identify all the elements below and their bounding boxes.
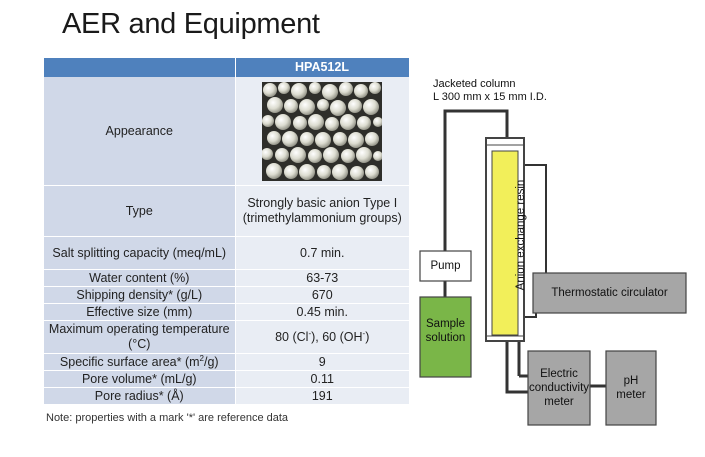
sample-solution-label: Sample solution (425, 318, 466, 344)
column-label: Jacketed column L 300 mm x 15 mm I.D. (433, 78, 547, 103)
header-blank-cell (44, 58, 236, 77)
conductivity-meter-label: Electric conductivity meter (528, 368, 590, 408)
resin-label: Anion exchange resin (515, 179, 527, 291)
pump-label: Pump (430, 260, 461, 272)
table-row-type: Type Strongly basic anion Type I (trimet… (44, 185, 409, 237)
table-row-max-temperature: Maximum operating temperature (°C) 80 (C… (44, 320, 409, 354)
resin-beads-photo (262, 81, 383, 181)
row-value-salt-splitting: 0.7 min. (235, 236, 409, 270)
tube-pump-to-column (443, 109, 509, 251)
row-value-pore-volume: 0.11 (235, 370, 409, 388)
table-row-water-content: Water content (%) 63-73 (44, 269, 409, 287)
row-value-surface-area: 9 (235, 353, 409, 371)
table-row-surface-area: Specific surface area* (m2/g) 9 (44, 353, 409, 371)
thermostatic-circulator-label: Thermostatic circulator (551, 287, 668, 299)
row-value-pore-radius: 191 (235, 387, 409, 405)
product-header: HPA512L (235, 58, 410, 77)
thermostatic-circulator-box (532, 272, 687, 314)
sample-solution-box (419, 296, 472, 378)
row-label-effective-size: Effective size (mm) (44, 303, 236, 321)
row-label-pore-radius: Pore radius* (Å) (44, 387, 236, 405)
row-value-effective-size: 0.45 min. (235, 303, 409, 321)
page-title: AER and Equipment (62, 8, 320, 40)
conductivity-meter-box (527, 350, 591, 426)
row-label-pore-volume: Pore volume* (mL/g) (44, 370, 236, 388)
table-row-pore-volume: Pore volume* (mL/g) 0.11 (44, 370, 409, 388)
row-label-appearance: Appearance (44, 77, 236, 186)
table-header-row: HPA512L (44, 58, 410, 77)
table-row-effective-size: Effective size (mm) 0.45 min. (44, 303, 409, 321)
table-row-shipping-density: Shipping density* (g/L) 670 (44, 286, 409, 304)
row-label-shipping-density: Shipping density* (g/L) (44, 286, 236, 304)
table-row-salt-splitting: Salt splitting capacity (meq/mL) 0.7 min… (44, 236, 409, 270)
table-footnote: Note: properties with a mark '*' are ref… (46, 412, 289, 424)
row-label-water-content: Water content (%) (44, 269, 236, 287)
ph-meter-label: pH meter (616, 375, 646, 401)
table-row-appearance: Appearance (44, 77, 409, 186)
row-label-max-temperature: Maximum operating temperature (°C) (44, 320, 236, 354)
tube-outlet-loop (505, 341, 528, 394)
table-row-pore-radius: Pore radius* (Å) 191 (44, 387, 409, 405)
resin-properties-table: HPA512L Appearance (44, 58, 410, 405)
row-value-water-content: 63-73 (235, 269, 409, 287)
ph-meter-box (605, 350, 657, 426)
resin-bed (491, 150, 519, 336)
row-value-type: Strongly basic anion Type I (trimethylam… (235, 185, 409, 237)
pump-box (419, 250, 472, 282)
row-label-type: Type (44, 185, 236, 237)
row-label-salt-splitting: Salt splitting capacity (meq/mL) (44, 236, 236, 270)
row-label-surface-area: Specific surface area* (m2/g) (44, 353, 236, 371)
row-value-shipping-density: 670 (235, 286, 409, 304)
row-value-max-temperature: 80 (Cl-), 60 (OH-) (235, 320, 409, 354)
jacket-line-upper (521, 164, 547, 273)
resin-beads-photo-cell (235, 77, 409, 186)
